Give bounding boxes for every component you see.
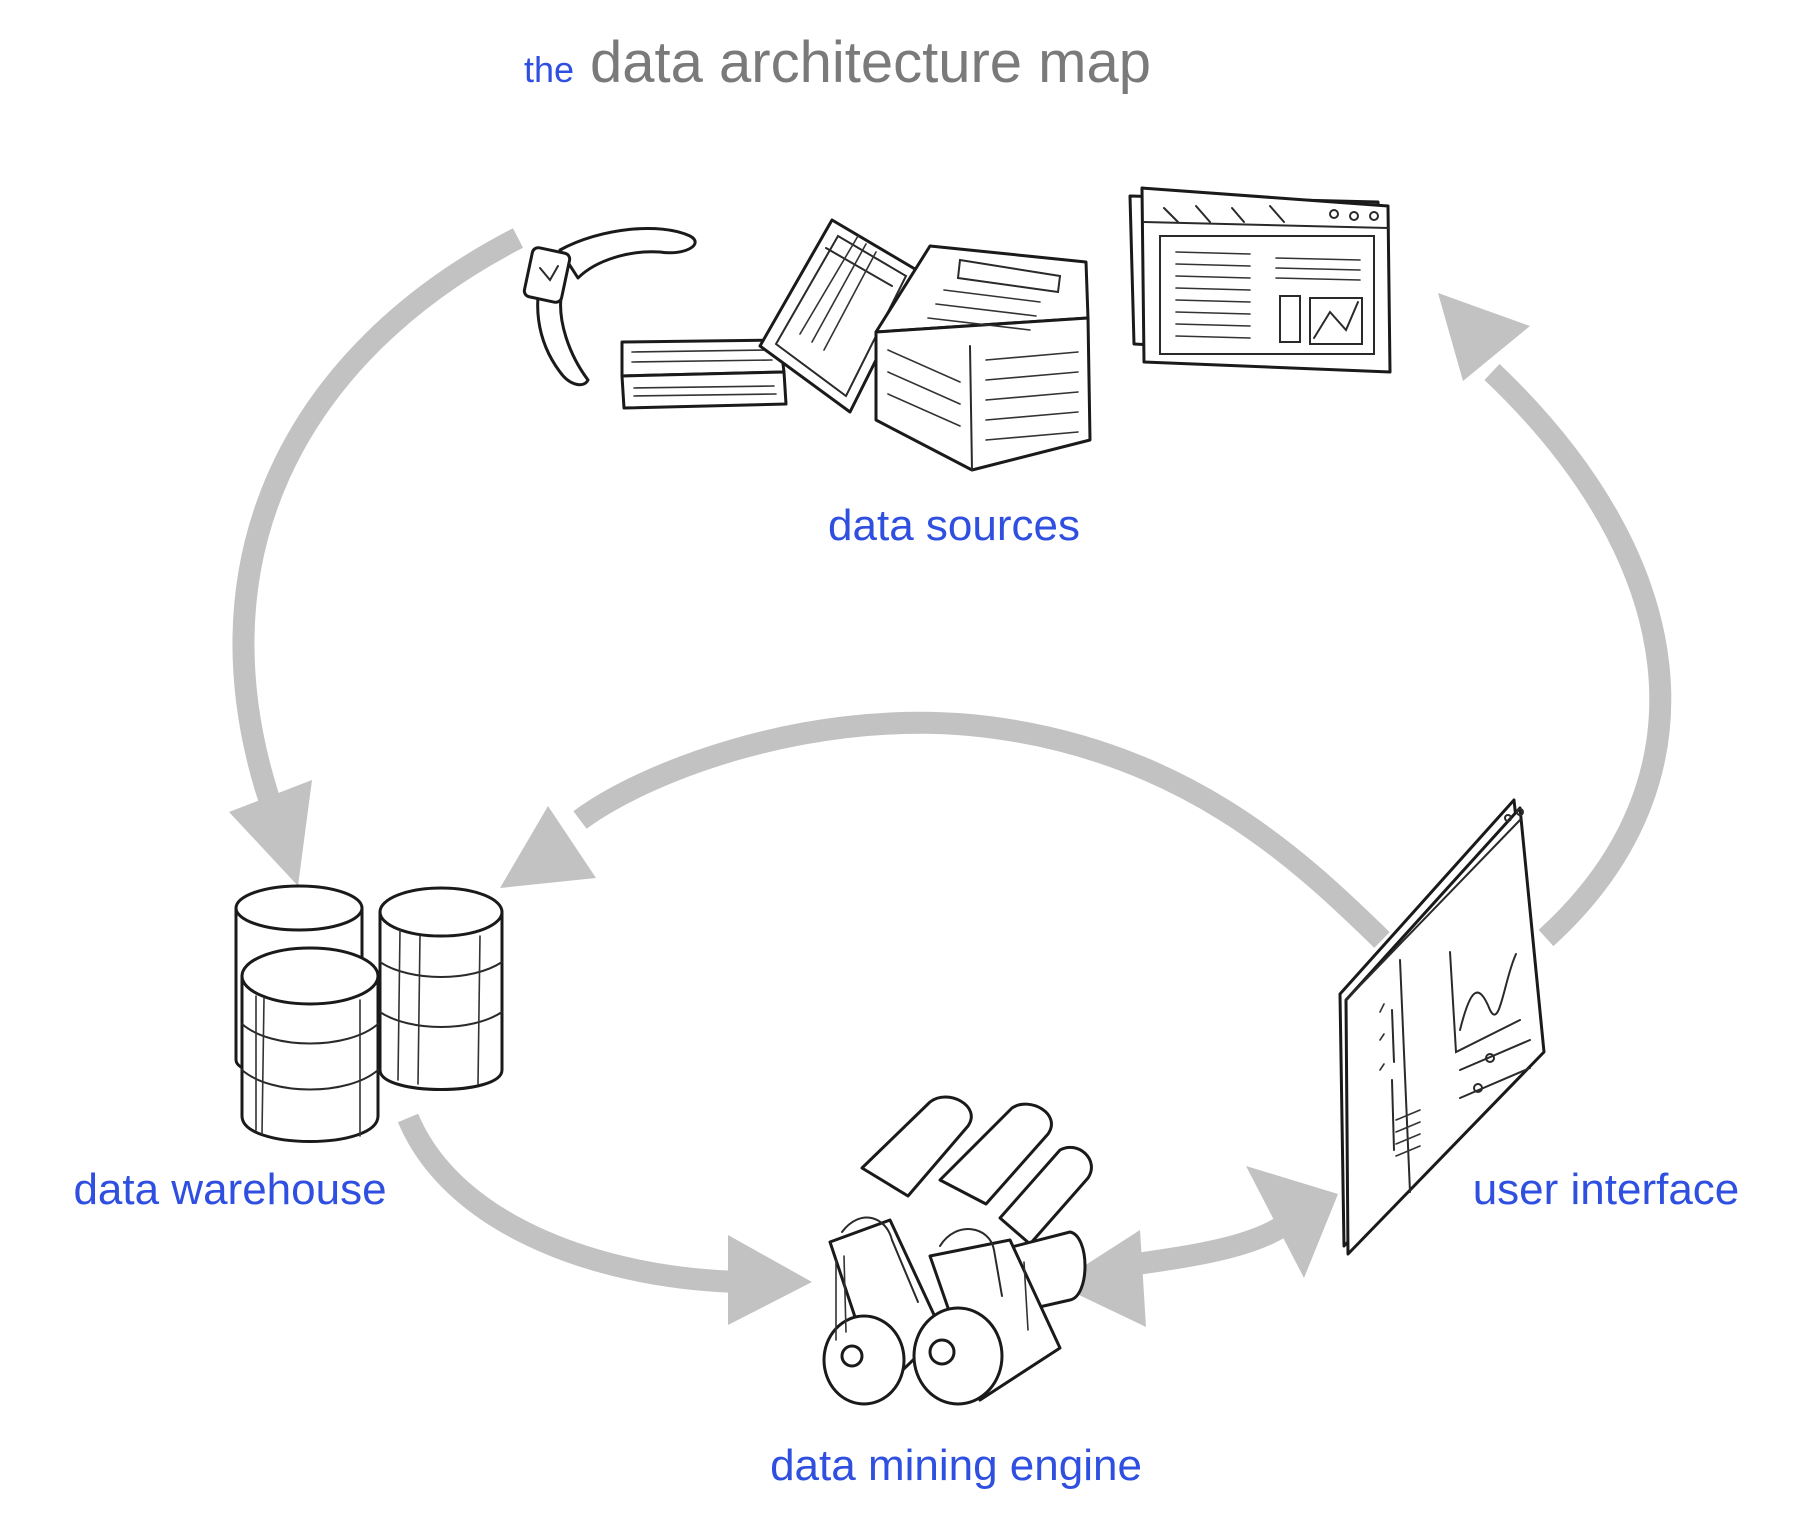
database-cylinders-sketch-icon: [234, 884, 504, 1143]
arrow-heads: [229, 293, 1530, 1327]
smartwatch-sketch-icon: [522, 227, 697, 387]
engine-rollers-sketch-icon: [822, 1095, 1093, 1406]
arrowhead-warehouse: [229, 780, 312, 886]
node-label-data-sources: data sources: [828, 501, 1080, 550]
title-prefix: the: [524, 49, 574, 90]
arrowhead-ui: [1246, 1166, 1338, 1278]
dashboard-window-sketch-icon: [1338, 798, 1546, 1256]
arrow-warehouse-to-mining: [397, 1113, 746, 1293]
arrow-ui-to-warehouse: [573, 711, 1390, 948]
arrow-ui-to-browser: [1484, 364, 1672, 947]
diagram-title: the data architecture map: [524, 30, 1151, 95]
node-label-data-mining-engine: data mining engine: [770, 1441, 1142, 1490]
browser-window-sketch-icon: [1128, 186, 1392, 374]
front-roller-right: [912, 1238, 1062, 1406]
printer-sketch-icon: [874, 244, 1092, 472]
node-label-user-interface: user interface: [1473, 1165, 1740, 1214]
book-stack-sketch-icon: [620, 338, 788, 410]
node-label-data-warehouse: data warehouse: [73, 1165, 386, 1214]
db-cylinder-front: [240, 946, 380, 1143]
arrow-sources-to-warehouse: [232, 228, 524, 829]
devices-and-books-sketch-icon: [522, 218, 1092, 472]
arrowhead-browser: [1438, 293, 1530, 381]
arrowhead-warehouse-upper: [500, 806, 596, 888]
arrowhead-mining-in: [728, 1235, 812, 1325]
db-cylinder-right: [378, 886, 504, 1091]
flow-arrows: [232, 228, 1672, 1293]
arrowhead-mining-left: [1056, 1230, 1146, 1327]
title-main: data architecture map: [590, 30, 1151, 95]
